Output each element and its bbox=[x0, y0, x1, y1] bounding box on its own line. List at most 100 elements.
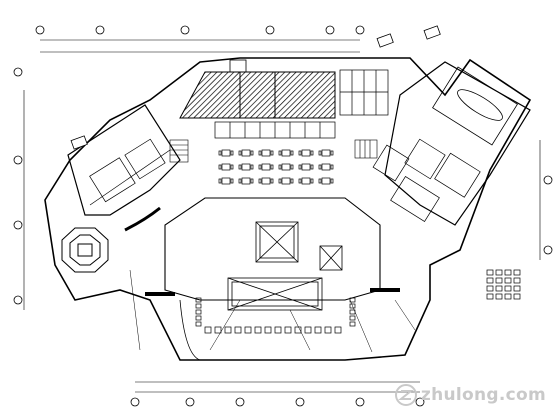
outdoor-table bbox=[504, 277, 512, 284]
chair bbox=[230, 150, 234, 156]
outdoor-table bbox=[513, 277, 521, 284]
east-wing-offices bbox=[372, 138, 481, 222]
central-hall-boundary bbox=[164, 197, 381, 301]
perimeter-seat bbox=[304, 326, 312, 334]
building-outer-wall bbox=[44, 57, 532, 361]
perimeter-seat bbox=[195, 303, 202, 309]
chair bbox=[270, 150, 274, 156]
chair bbox=[258, 178, 262, 184]
chair bbox=[330, 150, 334, 156]
perimeter-seat bbox=[195, 315, 202, 321]
outdoor-table bbox=[513, 269, 521, 276]
outdoor-table bbox=[495, 293, 503, 300]
dining-table bbox=[261, 163, 271, 171]
outdoor-table bbox=[504, 285, 512, 292]
outdoor-table bbox=[513, 285, 521, 292]
bottom-dimension-line bbox=[135, 381, 420, 393]
dining-table bbox=[221, 149, 231, 157]
chair bbox=[238, 164, 242, 170]
chair bbox=[218, 164, 222, 170]
dining-table bbox=[301, 163, 311, 171]
perimeter-seat bbox=[334, 326, 342, 334]
south-terrace-arc bbox=[179, 299, 201, 361]
east-wing-outline bbox=[384, 61, 531, 226]
chair bbox=[250, 164, 254, 170]
chair bbox=[278, 164, 282, 170]
dining-table bbox=[241, 163, 251, 171]
chair bbox=[318, 150, 322, 156]
chair bbox=[318, 164, 322, 170]
perimeter-seating bbox=[195, 297, 356, 334]
chair bbox=[290, 164, 294, 170]
chair bbox=[230, 178, 234, 184]
outdoor-table bbox=[486, 269, 494, 276]
chair bbox=[270, 164, 274, 170]
chair bbox=[298, 150, 302, 156]
chair bbox=[238, 178, 242, 184]
dining-table bbox=[301, 149, 311, 157]
outdoor-table bbox=[513, 293, 521, 300]
hatched-core-block bbox=[179, 71, 336, 119]
chair bbox=[298, 164, 302, 170]
side-stair-light bbox=[319, 245, 343, 271]
perimeter-seat bbox=[284, 326, 292, 334]
dining-table-grid bbox=[218, 149, 334, 185]
outdoor-table bbox=[486, 285, 494, 292]
chair bbox=[258, 150, 262, 156]
watermark: zhulong.com bbox=[394, 384, 546, 406]
stair bbox=[169, 139, 378, 163]
booth-seating-row bbox=[214, 121, 336, 139]
outdoor-table bbox=[495, 277, 503, 284]
perimeter-seat bbox=[314, 326, 322, 334]
top-dimension-line bbox=[40, 39, 360, 53]
chair bbox=[330, 178, 334, 184]
chair bbox=[218, 178, 222, 184]
chair bbox=[250, 178, 254, 184]
dining-table bbox=[321, 163, 331, 171]
window-bands bbox=[145, 288, 400, 296]
right-grid-axis-markers bbox=[543, 175, 553, 255]
outdoor-table bbox=[504, 293, 512, 300]
chair bbox=[278, 178, 282, 184]
chair bbox=[290, 178, 294, 184]
entry-vestibule bbox=[229, 59, 247, 73]
outdoor-table bbox=[486, 293, 494, 300]
perimeter-seat bbox=[195, 297, 202, 303]
bottom-grid-axis-markers bbox=[130, 397, 425, 407]
perimeter-seat bbox=[204, 326, 212, 334]
perimeter-seat bbox=[349, 315, 356, 321]
perimeter-seat bbox=[324, 326, 332, 334]
section-marker-flags bbox=[70, 25, 441, 150]
dining-table bbox=[301, 177, 311, 185]
chair bbox=[318, 178, 322, 184]
outdoor-table bbox=[495, 269, 503, 276]
chair bbox=[310, 178, 314, 184]
outdoor-table bbox=[504, 269, 512, 276]
watermark-text: zhulong.com bbox=[420, 385, 546, 405]
chair bbox=[230, 164, 234, 170]
outdoor-table-cluster bbox=[486, 269, 521, 300]
conference-room bbox=[432, 66, 518, 146]
chair bbox=[238, 150, 242, 156]
dining-table bbox=[221, 163, 231, 171]
perimeter-seat bbox=[254, 326, 262, 334]
chair bbox=[250, 150, 254, 156]
perimeter-seat bbox=[274, 326, 282, 334]
top-grid-axis-markers bbox=[35, 25, 365, 35]
chair bbox=[278, 150, 282, 156]
west-wing-outline bbox=[67, 104, 181, 216]
perimeter-seat bbox=[214, 326, 222, 334]
dining-table bbox=[321, 177, 331, 185]
chair bbox=[270, 178, 274, 184]
west-wing-rooms bbox=[89, 138, 171, 206]
chair bbox=[310, 164, 314, 170]
chair bbox=[290, 150, 294, 156]
dining-table bbox=[261, 177, 271, 185]
perimeter-seat bbox=[195, 321, 202, 327]
dining-table bbox=[221, 177, 231, 185]
dining-table bbox=[241, 149, 251, 157]
perimeter-seat bbox=[294, 326, 302, 334]
perimeter-seat bbox=[264, 326, 272, 334]
restroom-block bbox=[339, 69, 389, 116]
